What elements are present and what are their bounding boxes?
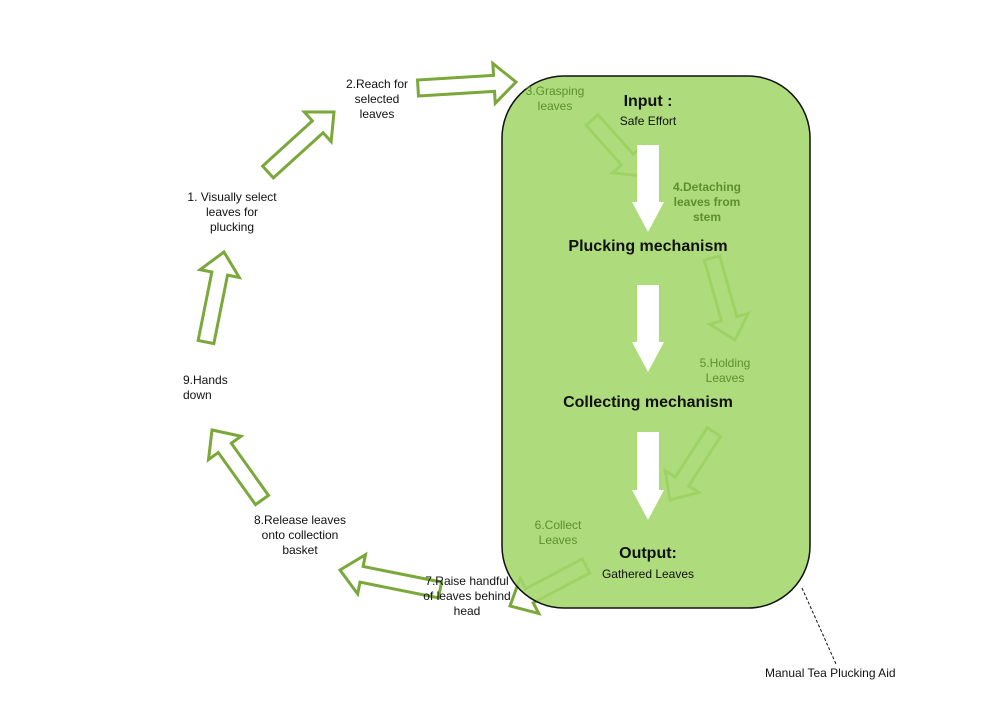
output-value: Gathered Leaves — [601, 567, 695, 581]
step-1-label: 1. Visually select leaves for plucking — [187, 190, 277, 234]
step-8-label: 8.Release leaves onto collection basket — [253, 513, 347, 557]
step-4-label: 4.Detaching leaves from stem — [672, 180, 741, 224]
flow-down-arrow-1 — [632, 145, 664, 232]
cycle-arrow-2-to-3 — [415, 60, 519, 107]
step-2-label: 2.Reach for selected leaves — [345, 77, 409, 121]
flow-down-arrow-3 — [632, 432, 664, 520]
output-title: Output: — [619, 545, 677, 562]
cycle-arrow-7-to-8 — [337, 551, 444, 600]
input-title: Input : — [623, 93, 673, 110]
cycle-arrow-9-to-1 — [196, 249, 243, 346]
collecting-mechanism-label: Collecting mechanism — [563, 394, 733, 411]
callout-label: Manual Tea Plucking Aid — [765, 666, 896, 680]
step-3-label: 3.Grasping leaves — [525, 84, 585, 113]
plucking-mechanism-label: Plucking mechanism — [568, 238, 728, 255]
cycle-arrow-1-to-2 — [260, 110, 336, 181]
step-9-label: 9.Hands down — [183, 373, 228, 402]
step-6-label: 6.Collect Leaves — [534, 518, 582, 547]
step-5-label: 5.Holding Leaves — [699, 356, 751, 385]
cycle-arrow-8-to-9 — [206, 428, 271, 507]
flow-down-arrow-2 — [632, 285, 664, 372]
callout-dashed-line — [801, 587, 837, 665]
input-value: Safe Effort — [619, 114, 677, 128]
step-7-label: 7.Raise handful of leaves behind head — [423, 574, 511, 618]
